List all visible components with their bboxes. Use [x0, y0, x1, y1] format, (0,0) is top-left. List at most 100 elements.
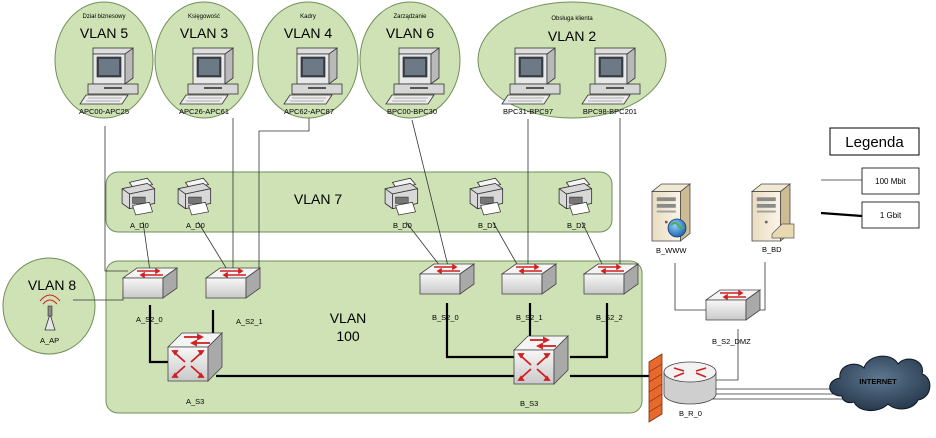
core-switch-bs3: B_S3 [513, 335, 569, 408]
pc-bpc1: BPC00-BPC30 [385, 47, 445, 116]
legend-item-thick-label: 1 Gbit [880, 211, 902, 220]
switch-bs2dmz-label: B_S2_DMZ [712, 337, 751, 346]
legend-item-thin-label: 100 Mbit [875, 177, 906, 186]
switch-bs21: B_S2_1 [501, 263, 557, 322]
link-apc1-as20 [104, 126, 128, 272]
router-firewall [648, 353, 717, 423]
router-label: B_R_0 [679, 409, 702, 418]
pc-bpc2: BPC31-BPC97 [501, 47, 561, 116]
vlan7-title: VLAN 7 [294, 191, 342, 207]
server-bbd: B_BD [751, 183, 795, 254]
vlan3-title: VLAN 3 [180, 25, 228, 41]
vlan3-dept-label: Księgowość [188, 14, 220, 20]
vlan100-number: 100 [336, 328, 360, 344]
router-icon [663, 361, 717, 405]
switch-icon [122, 267, 178, 299]
server-bwww: B_WWW [651, 183, 691, 255]
internet-label: INTERNET [859, 377, 897, 386]
link-printer3-bs20 [405, 221, 441, 267]
firewall-icon [648, 353, 663, 423]
printer-p3-label: B_D0 [393, 221, 412, 230]
legend-title-box [829, 127, 920, 156]
printer-p5-label: B_D2 [567, 221, 586, 230]
pc-bpc2-label: BPC31-BPC97 [503, 107, 553, 116]
pc-apc2: APC26-APC61 [179, 47, 239, 116]
switch-as20-label: A_S2_0 [136, 315, 163, 324]
access-point-label: A_AP [40, 336, 59, 345]
link-printer2-as21 [197, 221, 229, 272]
printer-p5: B_D2 [558, 177, 593, 230]
link-printer1-as20 [142, 221, 151, 272]
legend-title: Legenda [845, 134, 904, 151]
switch-icon [583, 263, 639, 295]
link-bpc1-bs20 [411, 119, 449, 267]
link-apc3-as21 [258, 118, 310, 270]
pc-bpc1-label: BPC00-BPC30 [387, 107, 437, 116]
switch-bs20: B_S2_0 [419, 263, 475, 322]
server-bbd-label: B_BD [762, 245, 782, 254]
link-as20-as3 [148, 305, 168, 364]
links-100mbit [73, 118, 862, 400]
printer-p4: B_D1 [469, 177, 504, 230]
switch-icon [419, 263, 475, 295]
switch-icon [205, 267, 261, 299]
pc-apc1-label: APC00-APC25 [79, 107, 129, 116]
printer-p2: A_D0 [177, 177, 212, 230]
switch-as21: A_S2_1 [205, 267, 263, 326]
link-printer5-bs22 [581, 221, 604, 267]
switch-as20: A_S2_0 [122, 267, 178, 324]
core-switch-bs3-label: B_S3 [520, 399, 538, 408]
legend-item-thick-box [861, 201, 920, 229]
switch-bs22: B_S2_2 [583, 263, 639, 322]
legend-thick-line [820, 211, 863, 218]
pc-bpc3-label: BPC98-BPC201 [583, 107, 637, 116]
switch-as21-label: A_S2_1 [236, 317, 263, 326]
vlan2-title: VLAN 2 [548, 28, 596, 44]
switch-icon [501, 263, 557, 295]
core-switch-as3: A_S3 [167, 332, 223, 406]
printer-p1-label: A_D0 [130, 221, 149, 230]
layer3-switch-icon [167, 332, 223, 382]
pc-apc1: APC00-APC25 [79, 47, 139, 116]
wireless-access-point-icon [39, 294, 61, 331]
server-bwww-label: B_WWW [656, 246, 687, 255]
globe-land-icon [670, 222, 685, 230]
vlan4-dept-label: Kadry [300, 14, 316, 20]
vlan100-title: VLAN [330, 310, 367, 326]
switch-icon [705, 289, 761, 321]
access-point: A_AP [39, 294, 61, 345]
layer3-switch-icon [513, 335, 569, 385]
link-printer4-bs21 [492, 221, 519, 267]
legend: Legenda 100 Mbit 1 Gbit [829, 127, 920, 229]
legend-item-thin-box [861, 167, 920, 195]
printer-p2-label: A_D0 [186, 221, 205, 230]
pc-apc3: APC62-APC87 [283, 47, 343, 116]
printer-p1: A_D0 [121, 177, 156, 230]
vlan8-title: VLAN 8 [28, 277, 76, 293]
link-bwww-dmz [674, 263, 706, 311]
link-bs22-bs3 [570, 303, 609, 359]
cloud-icon [829, 355, 931, 411]
pc-apc2-label: APC26-APC61 [179, 107, 229, 116]
link-bs20-bs3 [445, 303, 514, 359]
vlan5-dept-label: Dział biznesowy [82, 14, 125, 20]
vlan2-dept-label: Obsługa klienta [551, 16, 593, 22]
pc-bpc3: BPC98-BPC201 [581, 47, 641, 116]
vlan6-title: VLAN 6 [386, 25, 434, 41]
printer-p3: B_D0 [384, 177, 419, 230]
database-document-icon [771, 223, 795, 239]
link-router-internet [705, 388, 850, 400]
vlan4-title: VLAN 4 [284, 25, 332, 41]
printer-p4-label: B_D1 [478, 221, 497, 230]
link-dmz-router [716, 329, 739, 381]
pc-apc3-label: APC62-APC87 [284, 107, 334, 116]
internet-cloud: INTERNET [829, 355, 931, 411]
link-bbd-dmz [760, 262, 766, 311]
switch-bs20-label: B_S2_0 [432, 313, 459, 322]
switch-bs21-label: B_S2_1 [516, 313, 543, 322]
router-label-group: B_R_0 [679, 409, 702, 418]
switch-bs2dmz: B_S2_DMZ [705, 289, 761, 346]
vlan6-dept-label: Zarządzanie [393, 14, 427, 20]
switch-bs22-label: B_S2_2 [596, 313, 623, 322]
